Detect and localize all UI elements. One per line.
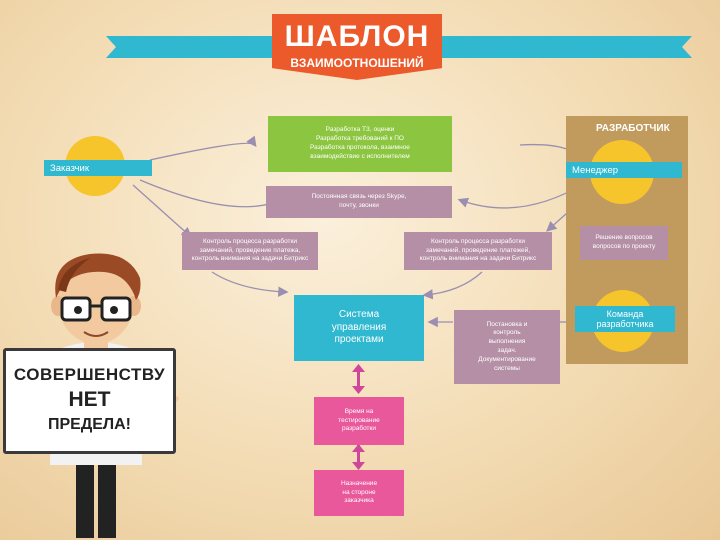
manager-label: Менеджер (566, 162, 682, 178)
assignment-line: на стороне (342, 488, 376, 496)
dev-team-label: Команда разработчика (575, 306, 675, 332)
assignment-box: Назначение на стороне заказчика (314, 470, 404, 516)
time-tracking-line: разработки (341, 425, 376, 433)
time-tracking-line: Время на (344, 407, 374, 415)
dev-questions-line: Решение вопросов (595, 234, 653, 242)
pms-box: Система управления проектами (294, 295, 424, 361)
requirements-line: Разработка ТЗ, оценки (325, 126, 395, 134)
page-title: ШАБЛОН (284, 20, 430, 53)
motto-sign: СОВЕРШЕНСТВУ НЕТ ПРЕДЕЛА! (3, 348, 176, 454)
page-subtitle: ВЗАИМООТНОШЕНИЙ (290, 56, 424, 70)
developer-panel-header: РАЗРАБОТЧИК (596, 123, 670, 134)
requirements-line: взаимодействие с исполнителем (310, 152, 410, 160)
left-control-line: замечаний, проведение платежа, (199, 246, 301, 254)
tasking-line: выполнения (488, 338, 526, 346)
communication-box: Постоянная связь через Skype, почту, зво… (266, 186, 452, 218)
assignment-line: заказчика (344, 497, 374, 505)
title-badge: ШАБЛОН ВЗАИМООТНОШЕНИЙ (272, 14, 442, 80)
title-ribbon-right (440, 36, 692, 58)
time-tracking-box: Время на тестирование разработки (314, 397, 404, 445)
tasking-line: Документирование (478, 355, 536, 363)
time-tracking-line: тестирование (338, 416, 380, 424)
left-control-line: Контроль процесса разработки (203, 237, 297, 245)
right-control-line: замечаний, проведение платежей, (425, 246, 531, 254)
motto-line-2: НЕТ (68, 388, 111, 411)
requirements-line: Разработка требований к ПО (316, 135, 404, 143)
requirements-box: Разработка ТЗ, оценки Разработка требова… (268, 116, 452, 172)
tasking-line: контроль (493, 329, 521, 337)
dev-questions-line: вопросов по проекту (592, 243, 656, 250)
pms-line: управления (331, 321, 387, 333)
assignment-line: Назначение (340, 479, 378, 487)
dev-team-line: разработчика (596, 319, 654, 329)
tasking-line: задач. (497, 347, 517, 354)
tasking-box: Постановка и контроль выполнения задач. … (454, 310, 560, 384)
tasking-line: Постановка и (486, 320, 528, 328)
pms-line: Система (338, 309, 380, 321)
motto-line-1: СОВЕРШЕНСТВУ (13, 365, 166, 384)
pms-line: проектами (334, 334, 384, 346)
right-control-line: Контроль процесса разработки (431, 237, 525, 245)
dev-questions-box: Решение вопросов вопросов по проекту (580, 226, 668, 260)
dev-team-line: Команда (606, 308, 644, 319)
title-ribbon-left (106, 36, 274, 58)
left-control-line: контроль внимания на задачи Битрикс (191, 255, 309, 263)
tasking-line: системы (494, 364, 520, 372)
communication-line: Постоянная связь через Skype, (311, 193, 407, 201)
right-control-box: Контроль процесса разработки замечаний, … (404, 232, 552, 270)
communication-line: почту, звонки (339, 202, 379, 209)
customer-label: Заказчик (44, 160, 152, 176)
right-control-line: контроль внимания на задачи Битрикс (419, 255, 537, 263)
requirements-line: Разработка протокола, взаимное (310, 144, 410, 151)
motto-line-3: ПРЕДЕЛА! (47, 416, 132, 433)
left-control-box: Контроль процесса разработки замечаний, … (182, 232, 318, 270)
